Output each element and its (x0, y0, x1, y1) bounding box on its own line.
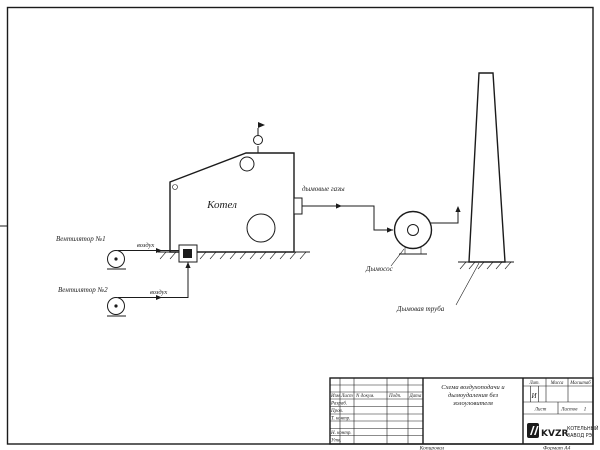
col-podp: Подп. (388, 394, 401, 399)
masshtab-label: Масштаб (569, 381, 591, 386)
col-docnum: N докум. (355, 394, 375, 399)
flue-gas-label: дымовые газы (302, 185, 345, 193)
boiler: Котел (169, 122, 295, 253)
chimney-leader-line (455, 262, 480, 306)
lit-value: И (530, 392, 537, 400)
boiler-safety-valve (253, 122, 265, 153)
fan2-symbol (107, 262, 191, 317)
doc-title-line3: золоуловителя (452, 400, 493, 407)
title-block: Изм. Лист N докум. Подп. Дата Разраб. Пр… (329, 377, 599, 445)
air2-flow-arrow (156, 295, 162, 300)
row-razrab: Разраб. (330, 402, 347, 407)
chimney-foundation-hatch (459, 261, 512, 270)
sheets-value: 1 (584, 407, 587, 413)
sheets-label: Листов (560, 408, 578, 413)
company-logo-text: KVZR (541, 429, 568, 439)
row-prov: Пров. (330, 409, 343, 414)
company-name-line1: КОТЕЛЬНЫЙ (567, 425, 599, 432)
col-data: Дата (409, 394, 422, 399)
fan1-label: Вентилятор №1 (56, 235, 106, 243)
col-izm: Изм. (330, 394, 341, 399)
row-tkontr: Т. контр. (331, 417, 350, 422)
massa-label: Масса (550, 381, 564, 386)
air1-label: воздух (137, 242, 154, 249)
flue-flow-arrow (336, 203, 342, 209)
chimney-symbol (455, 72, 514, 306)
stack-up-arrow (455, 206, 461, 212)
company-name-line2: ЗАВОД РЭ (567, 433, 593, 439)
row-nkontr: Н. контр. (330, 431, 352, 436)
smoke-exhauster-symbol (390, 206, 461, 267)
fan2-label: Вентилятор №2 (58, 286, 108, 294)
doc-title-line2: дымоудаления без (448, 392, 498, 399)
exhauster-leader-line (390, 248, 405, 267)
col-list: Лист (340, 394, 353, 399)
air-inlet-box (178, 244, 198, 263)
format-label: Формат А4 (543, 445, 571, 450)
company-logo (527, 423, 539, 438)
air2-label: воздух (150, 289, 167, 296)
boiler-label: Котел (206, 199, 237, 211)
sheet-label: Лист (534, 408, 547, 413)
row-utv: Утв. (331, 439, 341, 444)
flue-inlet-arrow (387, 227, 393, 233)
lit-label: Лит. (528, 381, 539, 386)
fan1-symbol (107, 248, 179, 270)
air1-flow-arrow (156, 248, 162, 253)
doc-title-line1: Схема воздухоподачи и (441, 384, 505, 391)
chimney-label: Дымовая труба (396, 305, 445, 313)
flue-gas-duct (293, 197, 393, 233)
copied-label: Копировал (419, 446, 445, 450)
air2-up-arrow (185, 262, 191, 268)
exhauster-label: Дымосос (365, 265, 394, 273)
